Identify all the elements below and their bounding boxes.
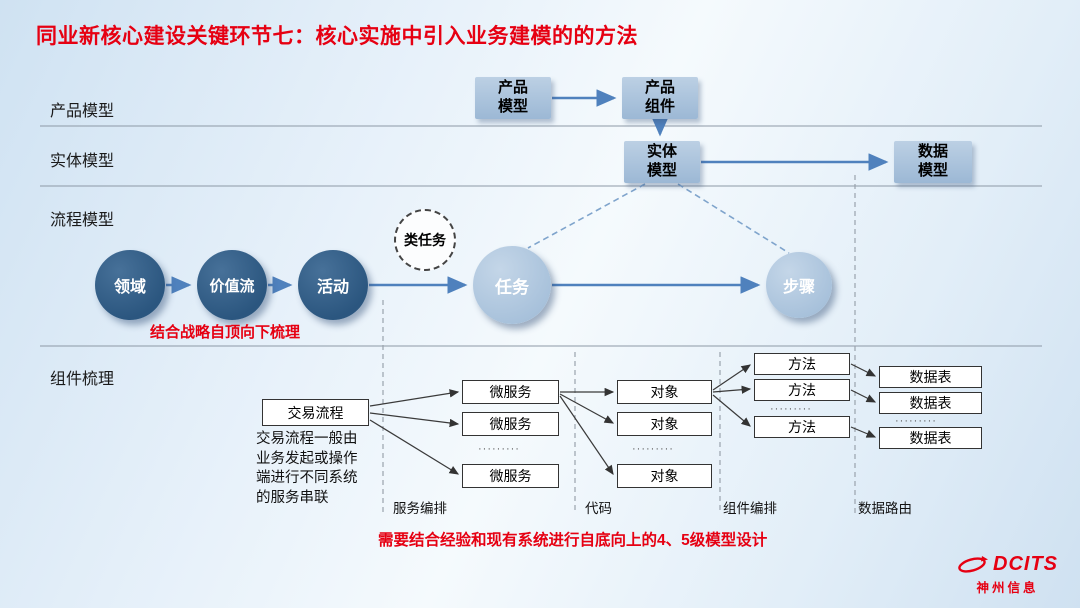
lane-label-product-model: 产品模型	[50, 103, 115, 120]
section-label-data-routing: 数据路由	[858, 501, 912, 516]
lane-label-component-sorting: 组件梳理	[50, 371, 115, 388]
page-title: 同业新核心建设关键环节七：核心实施中引入业务建模的的方法	[36, 25, 638, 48]
transaction-flow-box: 交易流程	[262, 399, 369, 426]
step-circle: 步骤	[766, 252, 832, 318]
data-table-box-3: 数据表	[879, 427, 982, 449]
data-table-box-1: 数据表	[879, 366, 982, 388]
top-down-annotation: 结合战略自顶向下梳理	[150, 324, 301, 341]
microservice-box-1: 微服务	[462, 380, 559, 404]
data-table-box-2: 数据表	[879, 392, 982, 414]
object-box-2: 对象	[617, 412, 712, 436]
lane-label-process-model: 流程模型	[50, 212, 115, 229]
blue-flow-arrows	[166, 89, 889, 294]
product-model-box: 产品 模型	[475, 77, 551, 119]
dcits-swoosh-icon	[958, 556, 988, 573]
value-stream-circle: 价值流	[197, 250, 267, 320]
method-ellipsis: ·········	[770, 403, 812, 415]
dashed-section-separators	[382, 175, 856, 514]
data-model-box: 数据 模型	[894, 141, 972, 183]
data-table-ellipsis: ·········	[895, 415, 937, 427]
bottom-up-annotation: 需要结合经验和现有系统进行自底向上的4、5级模型设计	[378, 532, 768, 549]
microservice-box-2: 微服务	[462, 412, 559, 436]
dcits-logo-row: DCITS	[950, 552, 1065, 576]
method-box-2: 方法	[754, 379, 850, 401]
domain-circle: 领域	[95, 250, 165, 320]
dcits-company-text: 神州信息	[976, 581, 1039, 595]
microservice-ellipsis: ·········	[478, 443, 520, 455]
section-label-service-orchestration: 服务编排	[393, 501, 447, 516]
object-ellipsis: ·········	[632, 443, 674, 455]
entity-model-box: 实体 模型	[624, 141, 700, 183]
object-box-1: 对象	[617, 380, 712, 404]
component-fan-arrows	[369, 363, 877, 475]
dcits-brand-text: DCITS	[993, 552, 1058, 575]
activity-circle: 活动	[298, 250, 368, 320]
task-class-circle: 类任务	[394, 209, 456, 271]
product-component-box: 产品 组件	[622, 77, 698, 119]
dcits-logo: DCITS 神州信息	[950, 552, 1065, 596]
method-box-3: 方法	[754, 416, 850, 438]
entity-dashed-links	[527, 183, 790, 254]
method-box-1: 方法	[754, 353, 850, 375]
lane-divider-lines	[40, 125, 1042, 347]
section-label-code: 代码	[585, 501, 612, 516]
lane-label-entity-model: 实体模型	[50, 153, 115, 170]
section-label-component-orchestration: 组件编排	[723, 501, 777, 516]
object-box-3: 对象	[617, 464, 712, 488]
task-circle: 任务	[473, 246, 551, 324]
transaction-flow-note: 交易流程一般由 业务发起或操作 端进行不同系统 的服务串联	[256, 431, 358, 506]
microservice-box-3: 微服务	[462, 464, 559, 488]
